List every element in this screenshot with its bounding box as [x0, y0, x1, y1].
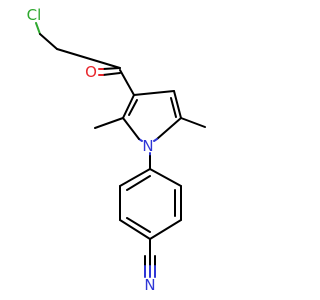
bond-carbonyl-ring	[119, 69, 135, 96]
bond-benzene-4-inner	[126, 217, 151, 233]
bond-benzene-3	[149, 219, 182, 240]
nitrile-nitrogen-label: N	[144, 276, 155, 294]
bond-carbonyl-oxygen-carbon-half-1	[102, 67, 121, 70]
bond-benzene-6-inner	[126, 175, 151, 191]
bond-right-methyl	[180, 117, 206, 128]
bond-benzene-6	[119, 168, 151, 187]
bond-cl-ch2-carbon-half	[39, 33, 58, 50]
bond-ring-c4-c5-inner	[170, 97, 177, 118]
bond-ring-n-c2-carbon-half	[122, 117, 140, 140]
bond-ring-c4-c5	[173, 90, 182, 119]
bond-ring-c3-c4	[133, 90, 175, 96]
oxygen-label: O	[85, 63, 97, 81]
bond-ring-c5-n-carbon-half	[156, 117, 182, 140]
ring-nitrogen-label: N	[142, 137, 153, 155]
bond-left-methyl	[94, 117, 124, 129]
bond-ring-c2-c3-inner	[128, 99, 138, 116]
structure-canvas: Cl O N N	[26, 6, 206, 294]
bond-ring-c2-c3	[122, 94, 135, 119]
bond-ring-c5-n-nitrogen-half	[153, 138, 158, 142]
bond-carbonyl-oxygen-carbon-half-2	[102, 72, 121, 76]
bond-benzene-4	[119, 219, 151, 240]
molecule-structure: Cl O N N	[27, 6, 206, 294]
bond-cl-ch2-chlorine-half	[35, 22, 41, 35]
bond-ch2-carbonyl	[56, 48, 121, 69]
chlorine-label: Cl	[27, 6, 42, 24]
bond-benzene-1	[149, 168, 182, 187]
